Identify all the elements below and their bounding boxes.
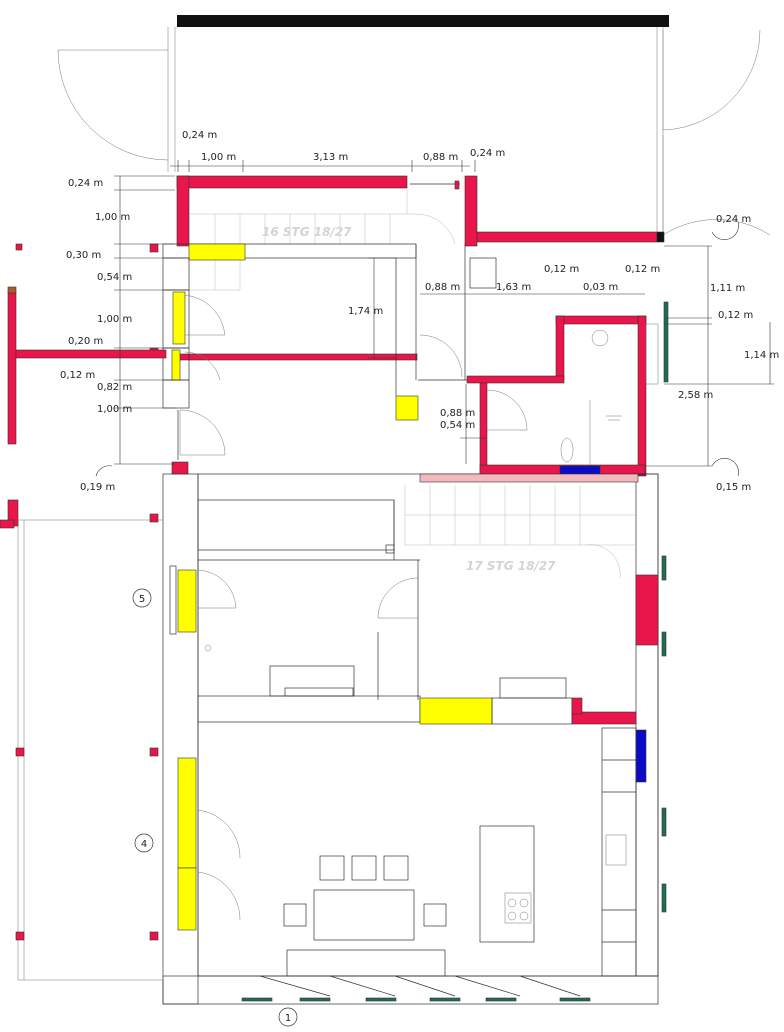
upper-terrace (57, 15, 771, 236)
dimension-labels: 0,24 m 1,00 m 3,13 m 0,88 m 0,24 m 0,24 … (60, 130, 779, 493)
wall-mid-left (179, 353, 418, 361)
wall-red-right-lower (635, 574, 659, 646)
dimension-label: 0,54 m (97, 272, 132, 283)
balcony-rail-left (7, 291, 17, 445)
dimension-label: 0,24 m (716, 214, 751, 225)
shower-icon (606, 415, 622, 421)
dimension-label: 2,58 m (678, 390, 713, 401)
dimension-label: 3,13 m (313, 152, 348, 163)
terrace-door-swing-right-2 (662, 135, 771, 236)
dimension-label: 0,12 m (718, 310, 753, 321)
window-green-1 (663, 301, 669, 383)
dimension-label: 1,63 m (496, 282, 531, 293)
yellow-window-5 (177, 569, 197, 633)
dimension-label: 0,19 m (80, 482, 115, 493)
yellow-window-4a (177, 757, 197, 869)
dimension-label: 1,74 m (348, 306, 383, 317)
dimension-label: 0,88 m (425, 282, 460, 293)
yellow-divider (419, 697, 493, 725)
dimension-label: 0,24 m (182, 130, 217, 141)
dimension-label: 0,03 m (583, 282, 618, 293)
dimension-label: 0,54 m (440, 420, 475, 431)
dimension-label: 1,00 m (201, 152, 236, 163)
upper-stair: 16 STG 18/27 (189, 188, 456, 291)
dimension-label: 1,00 m (95, 212, 130, 223)
bath-wall-top (555, 315, 647, 325)
terrace-door-swing-left (57, 49, 169, 161)
dimension-label: 0,12 m (625, 264, 660, 275)
upper-walls: 16 STG 18/27 (7, 175, 669, 477)
bath-wall-mid (466, 375, 565, 384)
dimension-label: 1,14 m (744, 350, 779, 361)
dimension-label: 4 (141, 839, 147, 850)
bath-blue-wall (559, 465, 601, 475)
dimension-label: 0,24 m (68, 178, 103, 189)
roof-edge (177, 15, 669, 27)
dimension-lines (95, 160, 774, 477)
window-green-2 (661, 555, 667, 581)
dimension-label: 0,82 m (97, 382, 132, 393)
dimension-label: 0,20 m (68, 336, 103, 347)
dimension-label: 0,15 m (716, 482, 751, 493)
dimension-label: 1 (285, 1013, 291, 1024)
terrace-door-swing-right-1 (662, 29, 761, 131)
washbasin-icon (591, 329, 609, 347)
yellow-panel-4 (395, 395, 419, 421)
upper-stair-label: 16 STG 18/27 (262, 225, 352, 239)
yellow-panel-3 (171, 349, 181, 381)
axis-markers: 5 4 1 (132, 588, 298, 1027)
dimension-label: 0,12 m (544, 264, 579, 275)
dimension-label: 1,00 m (97, 404, 132, 415)
dimension-label: 0,12 m (60, 370, 95, 381)
cooktop-icon (507, 898, 517, 908)
window-green-3 (661, 631, 667, 657)
lower-stair-label: 17 STG 18/27 (466, 559, 556, 573)
lower-floor: 17 STG 18/27 (162, 473, 667, 1005)
dimension-label: 0,30 m (66, 250, 101, 261)
kitchen-island (479, 825, 535, 943)
dimension-label: 0,24 m (470, 148, 505, 159)
wall-top-right (476, 231, 658, 243)
left-balcony (0, 499, 164, 981)
dimension-label: 0,88 m (423, 152, 458, 163)
window-green-bottom-1 (241, 997, 273, 1002)
wall-blue-right (635, 729, 647, 783)
yellow-panel-1 (188, 243, 246, 261)
yellow-panel-2 (172, 291, 186, 345)
window-green-5 (661, 883, 667, 913)
dimension-label: 5 (139, 594, 145, 605)
window-green-4 (661, 807, 667, 837)
dimension-label: 0,88 m (440, 408, 475, 419)
axis-marker-1 (278, 1007, 298, 1027)
toilet-icon (560, 437, 574, 463)
dimension-label: 1,11 m (710, 283, 745, 294)
axis-marker-5 (132, 588, 152, 608)
lower-stair: 17 STG 18/27 (404, 485, 635, 579)
dimension-label: 1,00 m (97, 314, 132, 325)
wall-red-divider (571, 711, 637, 725)
axis-marker-4 (134, 833, 154, 853)
sink-icon (605, 834, 627, 866)
wall-top-left (176, 175, 408, 189)
dining-table (313, 889, 415, 941)
yellow-window-4b (177, 867, 197, 931)
